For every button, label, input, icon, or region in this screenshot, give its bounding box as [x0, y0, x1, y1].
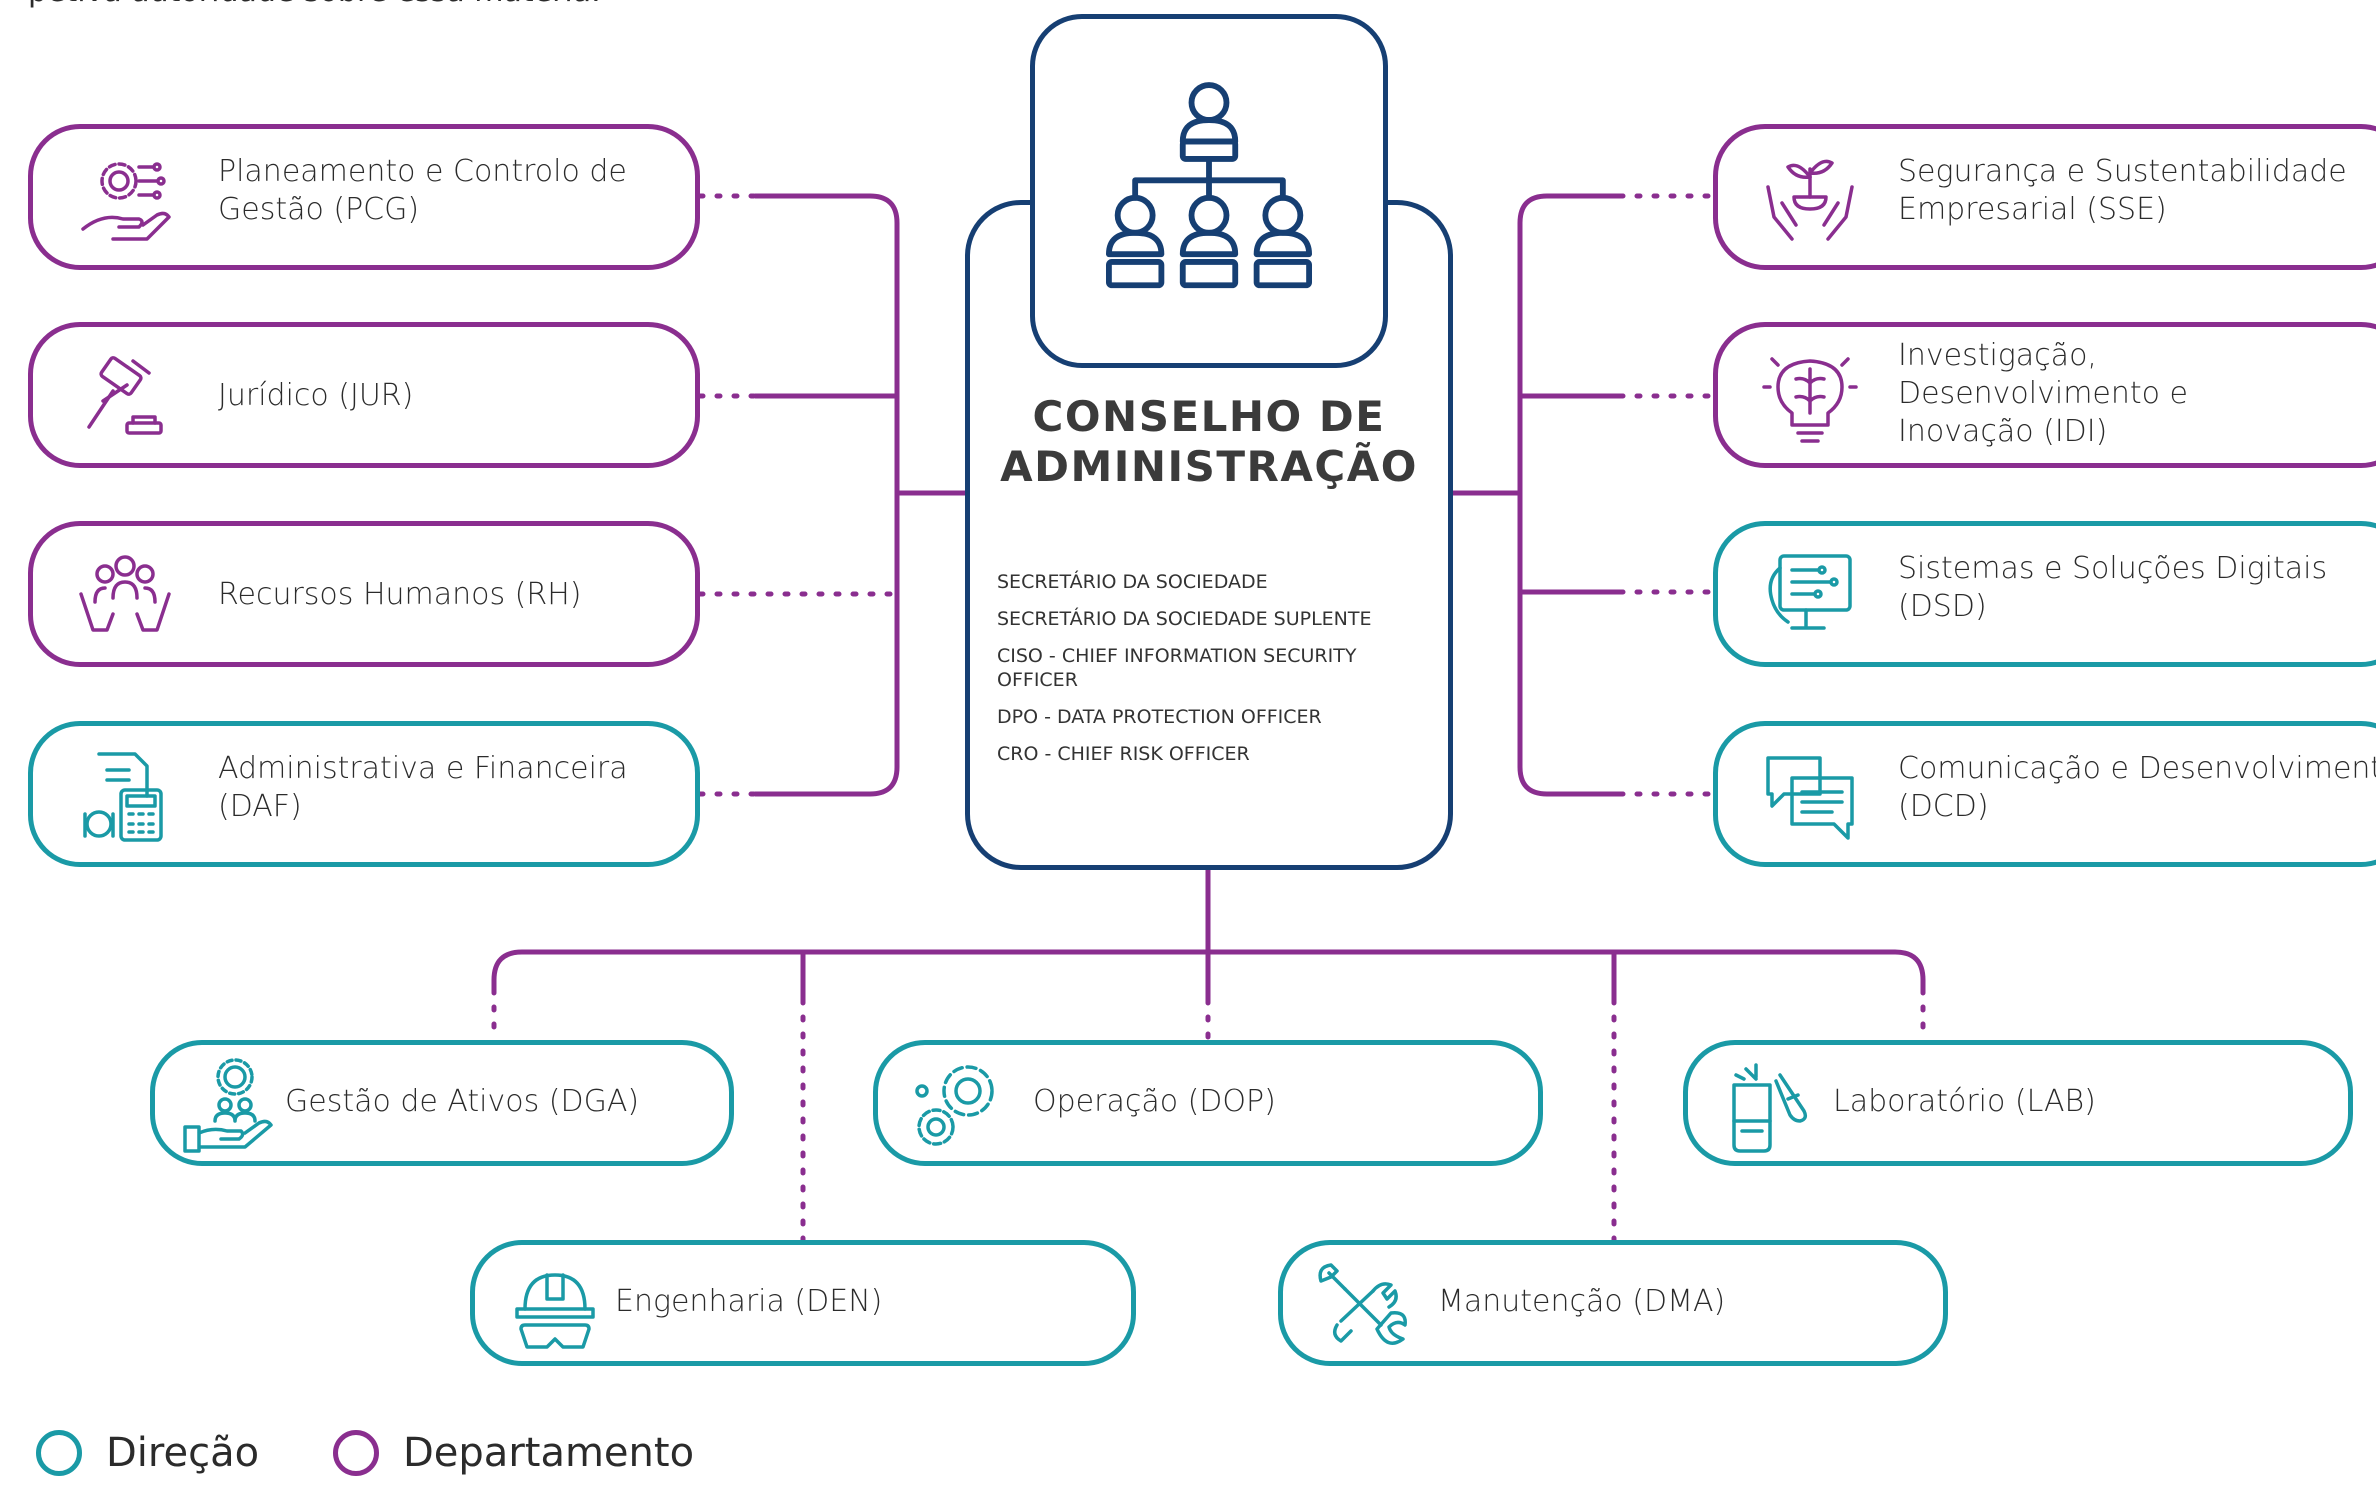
digital-monitor-icon — [1768, 554, 1852, 630]
unit-pcg: Planeamento e Controlo de Gestão (PCG) — [28, 124, 700, 270]
unit-label: Operação (DOP) — [1033, 1084, 1276, 1119]
unit-label: Engenharia (DEN) — [615, 1284, 883, 1319]
unit-sse: Segurança e Sustentabilidade Empresarial… — [1713, 124, 2376, 270]
unit-label: Manutenção (DMA) — [1438, 1284, 1726, 1319]
unit-lab: Laboratório (LAB) — [1683, 1040, 2353, 1166]
legend-departamento-label: Departamento — [403, 1430, 695, 1476]
legend-direcao-swatch — [36, 1430, 82, 1476]
unit-label: Recursos Humanos (RH) — [218, 577, 582, 612]
hardhat-icon — [515, 1273, 595, 1349]
plant-hands-icon — [1766, 159, 1854, 241]
board-role: SECRETÁRIO DA SOCIEDADE — [997, 571, 1268, 593]
lab-flask-icon — [1732, 1063, 1808, 1153]
unit-label: Administrativa e Financeira — [218, 751, 628, 786]
gavel-icon — [87, 356, 163, 435]
board-icon-frame — [1030, 14, 1388, 368]
intro-text: petiva autoridade sobre essa matéria. — [28, 0, 601, 12]
legend-direcao: Direção — [36, 1430, 259, 1476]
board-title-line1: CONSELHO DE — [1032, 392, 1386, 441]
unit-dma: Manutenção (DMA) — [1278, 1240, 1948, 1366]
unit-dop: Operação (DOP) — [873, 1040, 1543, 1166]
unit-label: Segurança e Sustentabilidade — [1898, 154, 2347, 189]
board-title-line2: ADMINISTRAÇÃO — [1000, 442, 1418, 491]
unit-label: Sistemas e Soluções Digitais — [1898, 551, 2328, 586]
unit-label: Desenvolvimento e — [1898, 376, 2188, 411]
legend-departamento-swatch — [333, 1430, 379, 1476]
gear-hand-icon — [81, 162, 171, 241]
unit-label: Laboratório (LAB) — [1833, 1084, 2096, 1119]
people-hands-icon — [79, 555, 171, 632]
unit-dsd: Sistemas e Soluções Digitais (DSD) — [1713, 521, 2376, 667]
board-roles-list: SECRETÁRIO DA SOCIEDADE SECRETÁRIO DA SO… — [997, 570, 1417, 779]
unit-jur: Jurídico (JUR) — [28, 322, 700, 468]
unit-label: Gestão (PCG) — [218, 192, 420, 227]
asset-hand-icon — [183, 1058, 273, 1153]
unit-rh: Recursos Humanos (RH) — [28, 521, 700, 667]
unit-label: (DAF) — [218, 789, 302, 824]
unit-label: Empresarial (SSE) — [1898, 192, 2167, 227]
board-role: CISO - CHIEF INFORMATION SECURITY OFFICE… — [997, 645, 1357, 691]
unit-label: Jurídico (JUR) — [218, 378, 414, 413]
calculator-money-icon — [83, 752, 163, 842]
unit-label: Inovação (IDI) — [1898, 414, 2108, 449]
unit-label: Comunicação e Desenvolvimento — [1898, 751, 2376, 786]
brain-bulb-icon — [1762, 357, 1858, 443]
legend-direcao-label: Direção — [106, 1430, 260, 1476]
chat-bubbles-icon — [1766, 756, 1854, 840]
unit-dga: Gestão de Ativos (DGA) — [150, 1040, 734, 1166]
unit-label: Investigação, — [1898, 338, 2097, 373]
unit-idi: Investigação, Desenvolvimento e Inovação… — [1713, 322, 2376, 468]
board-role: CRO - CHIEF RISK OFFICER — [997, 743, 1250, 765]
gears-icon — [915, 1065, 994, 1146]
unit-den: Engenharia (DEN) — [470, 1240, 1136, 1366]
unit-label: Gestão de Ativos (DGA) — [285, 1084, 640, 1119]
board-role: DPO - DATA PROTECTION OFFICER — [997, 706, 1322, 728]
org-chart-icon — [1105, 82, 1313, 289]
unit-daf: Administrativa e Financeira (DAF) — [28, 721, 700, 867]
unit-label: (DSD) — [1898, 589, 1987, 624]
tools-icon — [1318, 1263, 1407, 1345]
unit-label: Planeamento e Controlo de — [218, 154, 627, 189]
unit-label: (DCD) — [1898, 789, 1989, 824]
board-title: CONSELHO DE ADMINISTRAÇÃO — [965, 392, 1453, 492]
unit-dcd: Comunicação e Desenvolvimento (DCD) — [1713, 721, 2376, 867]
board-role: SECRETÁRIO DA SOCIEDADE SUPLENTE — [997, 608, 1372, 630]
legend-departamento: Departamento — [333, 1430, 694, 1476]
